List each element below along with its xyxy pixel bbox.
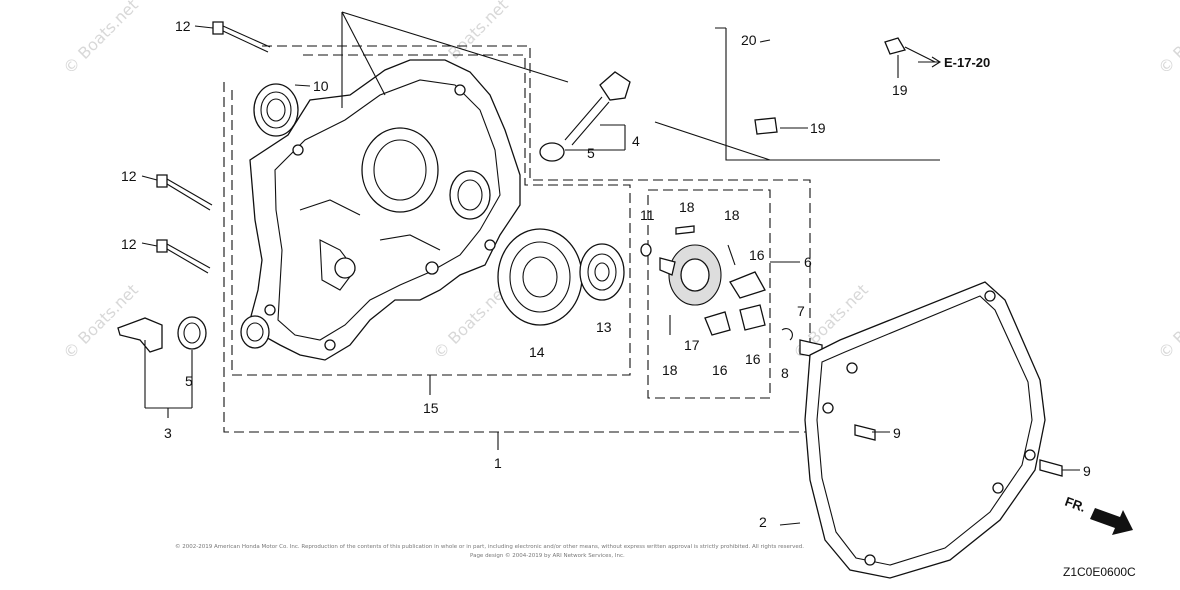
dowel-pins-9 [854, 424, 1063, 477]
watermark-group: © Boats.net © Boats.net © Boats.net © Bo… [59, 0, 1180, 363]
callout-16: 16 [745, 351, 761, 367]
callout-5: 5 [185, 373, 193, 389]
callout-8: 8 [781, 365, 789, 381]
callout-6: 6 [804, 254, 812, 270]
flange-bolts-12 [156, 21, 271, 274]
watermark: © Boats.net [1154, 0, 1180, 78]
oil-level-gauge [539, 71, 631, 162]
leader-lines [141, 11, 1080, 526]
oil-seal-10 [253, 83, 299, 137]
breather-tube [754, 33, 906, 135]
figure-code: Z1C0E0600C [1063, 565, 1136, 579]
callout-18: 18 [724, 207, 740, 223]
callout-4: 4 [632, 133, 640, 149]
front-direction-arrow: FR. [1063, 494, 1133, 535]
governor-assembly [640, 225, 823, 359]
callout-2: 2 [759, 514, 767, 530]
callout-9: 9 [893, 425, 901, 441]
callout-labels: 12 10 12 12 4 5 5 3 15 1 14 13 11 18 18 … [121, 18, 1091, 530]
watermark: © Boats.net [1154, 280, 1180, 362]
oil-filler-cap [117, 316, 207, 353]
callout-19: 19 [810, 120, 826, 136]
callout-12: 12 [121, 236, 137, 252]
callout-16: 16 [749, 247, 765, 263]
callout-17: 17 [684, 337, 700, 353]
watermark: © Boats.net [59, 0, 141, 78]
watermark: © Boats.net [429, 280, 511, 362]
callout-9: 9 [1083, 463, 1091, 479]
page-design-notice: Page design © 2004-2019 by ARI Network S… [470, 552, 625, 559]
callout-10: 10 [313, 78, 329, 94]
assembly-outlines [223, 27, 940, 433]
gasket-2 [804, 281, 1046, 579]
ball-bearing-14 [497, 228, 583, 326]
callout-14: 14 [529, 344, 545, 360]
callout-20: 20 [741, 32, 757, 48]
callout-12: 12 [121, 168, 137, 184]
copyright-notice: © 2002-2019 American Honda Motor Co. Inc… [175, 543, 804, 550]
callout-15: 15 [423, 400, 439, 416]
callout-16: 16 [712, 362, 728, 378]
ball-bearing-13 [579, 243, 625, 301]
callout-18: 18 [679, 199, 695, 215]
watermark: © Boats.net [59, 280, 141, 362]
callout-3: 3 [164, 425, 172, 441]
callout-1: 1 [494, 455, 502, 471]
callout-5: 5 [587, 145, 595, 161]
callout-18: 18 [662, 362, 678, 378]
reference-arrow-icon [918, 56, 942, 68]
callout-7: 7 [797, 303, 805, 319]
crankcase-cover [240, 59, 521, 361]
callout-13: 13 [596, 319, 612, 335]
reference-label: E-17-20 [944, 55, 990, 70]
callout-19: 19 [892, 82, 908, 98]
callout-11: 11 [640, 207, 655, 223]
callout-12: 12 [175, 18, 191, 34]
direction-label: FR. [1063, 494, 1088, 515]
